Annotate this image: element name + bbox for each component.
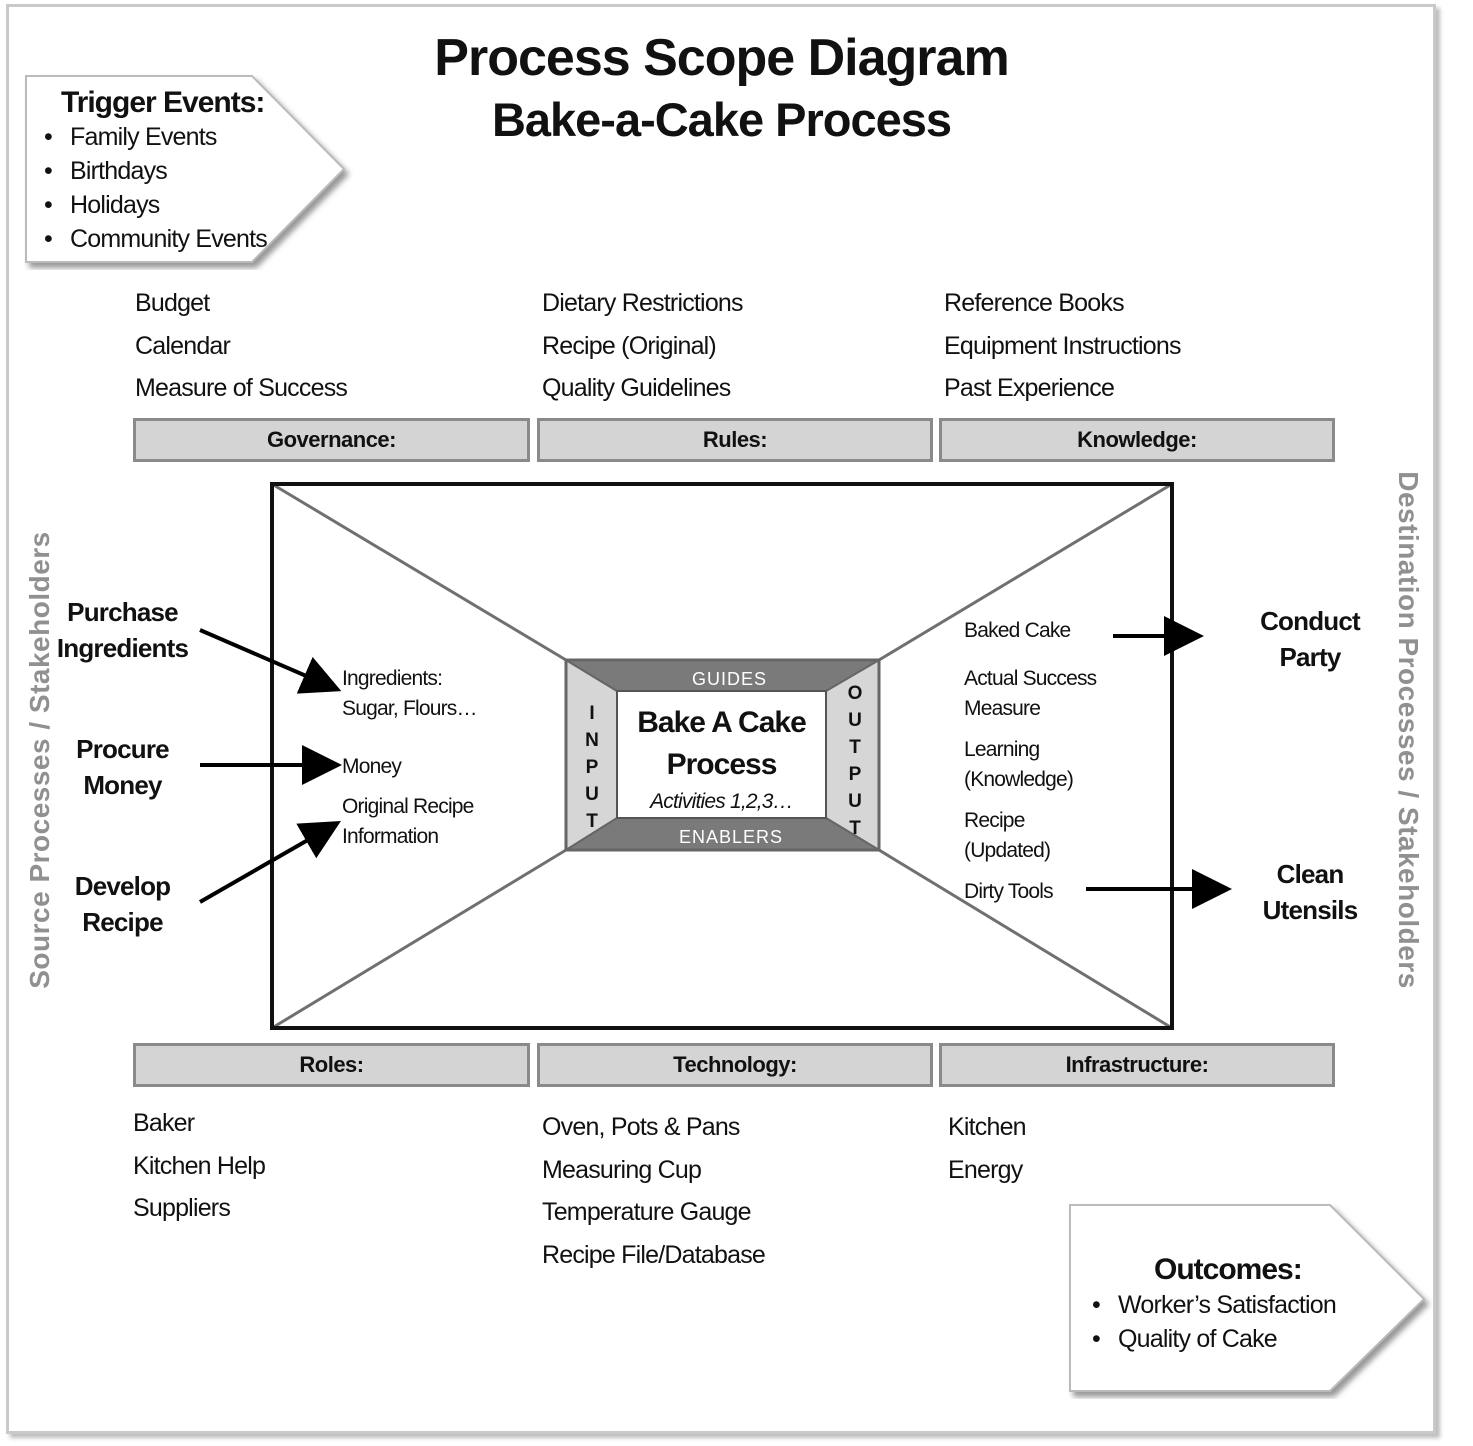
knowledge-item: Equipment Instructions: [944, 331, 1182, 360]
rules-item: Recipe (Original): [542, 331, 717, 360]
output-learning: Learning (Knowledge): [964, 735, 1074, 795]
destination-line: Clean: [1276, 859, 1345, 889]
governance-item: Calendar: [135, 331, 231, 360]
guides-label: GUIDES: [692, 669, 768, 689]
infrastructure-header: Infrastructure:: [939, 1043, 1335, 1087]
source-line: Ingredients: [56, 633, 189, 663]
source-line: Develop: [74, 871, 171, 901]
source-line: Money: [83, 770, 162, 800]
output-line: Actual Success: [964, 667, 1097, 690]
output-letter: T: [849, 818, 861, 839]
knowledge-header: Knowledge:: [939, 418, 1335, 462]
output-line: Learning: [964, 738, 1040, 761]
destination-stakeholders-label: Destination Processes / Stakeholders: [1393, 471, 1424, 989]
roles-item: Baker: [133, 1109, 195, 1137]
governance-header: Governance:: [133, 418, 530, 462]
technology-item: Temperature Gauge: [542, 1198, 752, 1226]
outcomes-list: Worker’s Satisfaction Quality of Cake: [1092, 1290, 1337, 1358]
outcome-item: Quality of Cake: [1092, 1324, 1336, 1358]
trigger-list: Family Events Birthdays Holidays Communi…: [44, 122, 268, 258]
infrastructure-item: Kitchen: [948, 1113, 1027, 1141]
rules-item: Dietary Restrictions: [542, 289, 744, 317]
output-label: O U T P U T: [845, 680, 865, 842]
technology-item: Oven, Pots & Pans: [542, 1113, 740, 1141]
output-baked-cake: Baked Cake: [964, 619, 1071, 642]
input-line: Original Recipe: [342, 795, 474, 818]
activities-label: Activities 1,2,3…: [650, 790, 794, 813]
destination-conduct-party: Conduct Party: [1240, 603, 1380, 675]
roles-list: Baker Kitchen Help Suppliers: [133, 1108, 266, 1236]
trigger-item: Family Events: [44, 122, 267, 156]
process-name-line: Process: [666, 748, 778, 781]
input-line: Sugar, Flours…: [342, 697, 478, 720]
technology-list: Oven, Pots & Pans Measuring Cup Temperat…: [542, 1112, 766, 1282]
output-dirty-tools: Dirty Tools: [964, 880, 1054, 903]
roles-header: Roles:: [133, 1043, 530, 1087]
rules-header: Rules:: [537, 418, 933, 462]
input-letter: N: [585, 730, 599, 751]
output-success-measure: Actual Success Measure: [964, 664, 1097, 724]
output-line: Measure: [964, 697, 1041, 720]
infrastructure-list: Kitchen Energy: [948, 1112, 1027, 1197]
knowledge-item: Reference Books: [944, 289, 1125, 317]
input-money: Money: [342, 755, 402, 778]
destination-line: Party: [1279, 642, 1341, 672]
source-procure-money: Procure Money: [50, 731, 195, 803]
output-letter: P: [848, 764, 862, 785]
output-letter: U: [848, 710, 862, 731]
destination-line: Conduct: [1260, 606, 1361, 636]
governance-item: Measure of Success: [135, 374, 348, 402]
page-title: Process Scope Diagram: [434, 29, 1009, 87]
trigger-item: Community Events: [44, 224, 268, 258]
technology-item: Measuring Cup: [542, 1155, 702, 1184]
input-letter: P: [585, 757, 599, 778]
knowledge-list: Reference Books Equipment Instructions P…: [944, 288, 1182, 416]
outcome-item: Worker’s Satisfaction: [1092, 1290, 1337, 1324]
input-letter: I: [589, 703, 595, 724]
trigger-item: Holidays: [44, 190, 267, 224]
trigger-events-box: Trigger Events: Family Events Birthdays …: [24, 74, 354, 270]
output-line: Recipe: [964, 809, 1025, 832]
roles-item: Kitchen Help: [133, 1151, 266, 1180]
enablers-label: ENABLERS: [679, 827, 784, 847]
source-line: Recipe: [82, 907, 163, 937]
infrastructure-item: Energy: [948, 1155, 1023, 1184]
roles-item: Suppliers: [133, 1194, 231, 1222]
outcomes-heading: Outcomes:: [1154, 1253, 1303, 1286]
output-line: (Knowledge): [964, 768, 1074, 791]
rules-item: Quality Guidelines: [542, 374, 731, 402]
source-purchase-ingredients: Purchase Ingredients: [50, 594, 195, 666]
governance-list: Budget Calendar Measure of Success: [135, 288, 348, 416]
input-letter: U: [585, 784, 599, 805]
output-recipe: Recipe (Updated): [964, 806, 1051, 866]
page-subtitle: Bake-a-Cake Process: [491, 93, 952, 146]
process-name-line: Bake A Cake: [637, 706, 807, 739]
technology-item: Recipe File/Database: [542, 1240, 766, 1269]
input-recipe: Original Recipe Information: [342, 792, 474, 852]
input-line: Information: [342, 825, 439, 848]
source-line: Procure: [76, 734, 169, 764]
trigger-item: Birthdays: [44, 156, 267, 190]
output-letter: U: [848, 791, 862, 812]
destination-line: Utensils: [1262, 895, 1359, 925]
output-letter: T: [849, 737, 861, 758]
input-label: I N P U T: [582, 700, 602, 835]
input-ingredients: Ingredients: Sugar, Flours…: [342, 664, 478, 724]
output-line: (Updated): [964, 839, 1051, 862]
source-line: Purchase: [67, 597, 178, 627]
destination-clean-utensils: Clean Utensils: [1240, 856, 1380, 928]
technology-header: Technology:: [537, 1043, 933, 1087]
source-develop-recipe: Develop Recipe: [50, 868, 195, 940]
trigger-heading: Trigger Events:: [61, 86, 265, 119]
input-line: Ingredients:: [342, 667, 443, 690]
process-name: Bake A Cake Process: [617, 702, 826, 786]
outcomes-box: Outcomes: Worker’s Satisfaction Quality …: [1068, 1203, 1436, 1399]
governance-item: Budget: [135, 289, 210, 317]
knowledge-item: Past Experience: [944, 374, 1115, 402]
input-letter: T: [586, 811, 598, 832]
rules-list: Dietary Restrictions Recipe (Original) Q…: [542, 288, 744, 416]
output-letter: O: [847, 683, 863, 704]
